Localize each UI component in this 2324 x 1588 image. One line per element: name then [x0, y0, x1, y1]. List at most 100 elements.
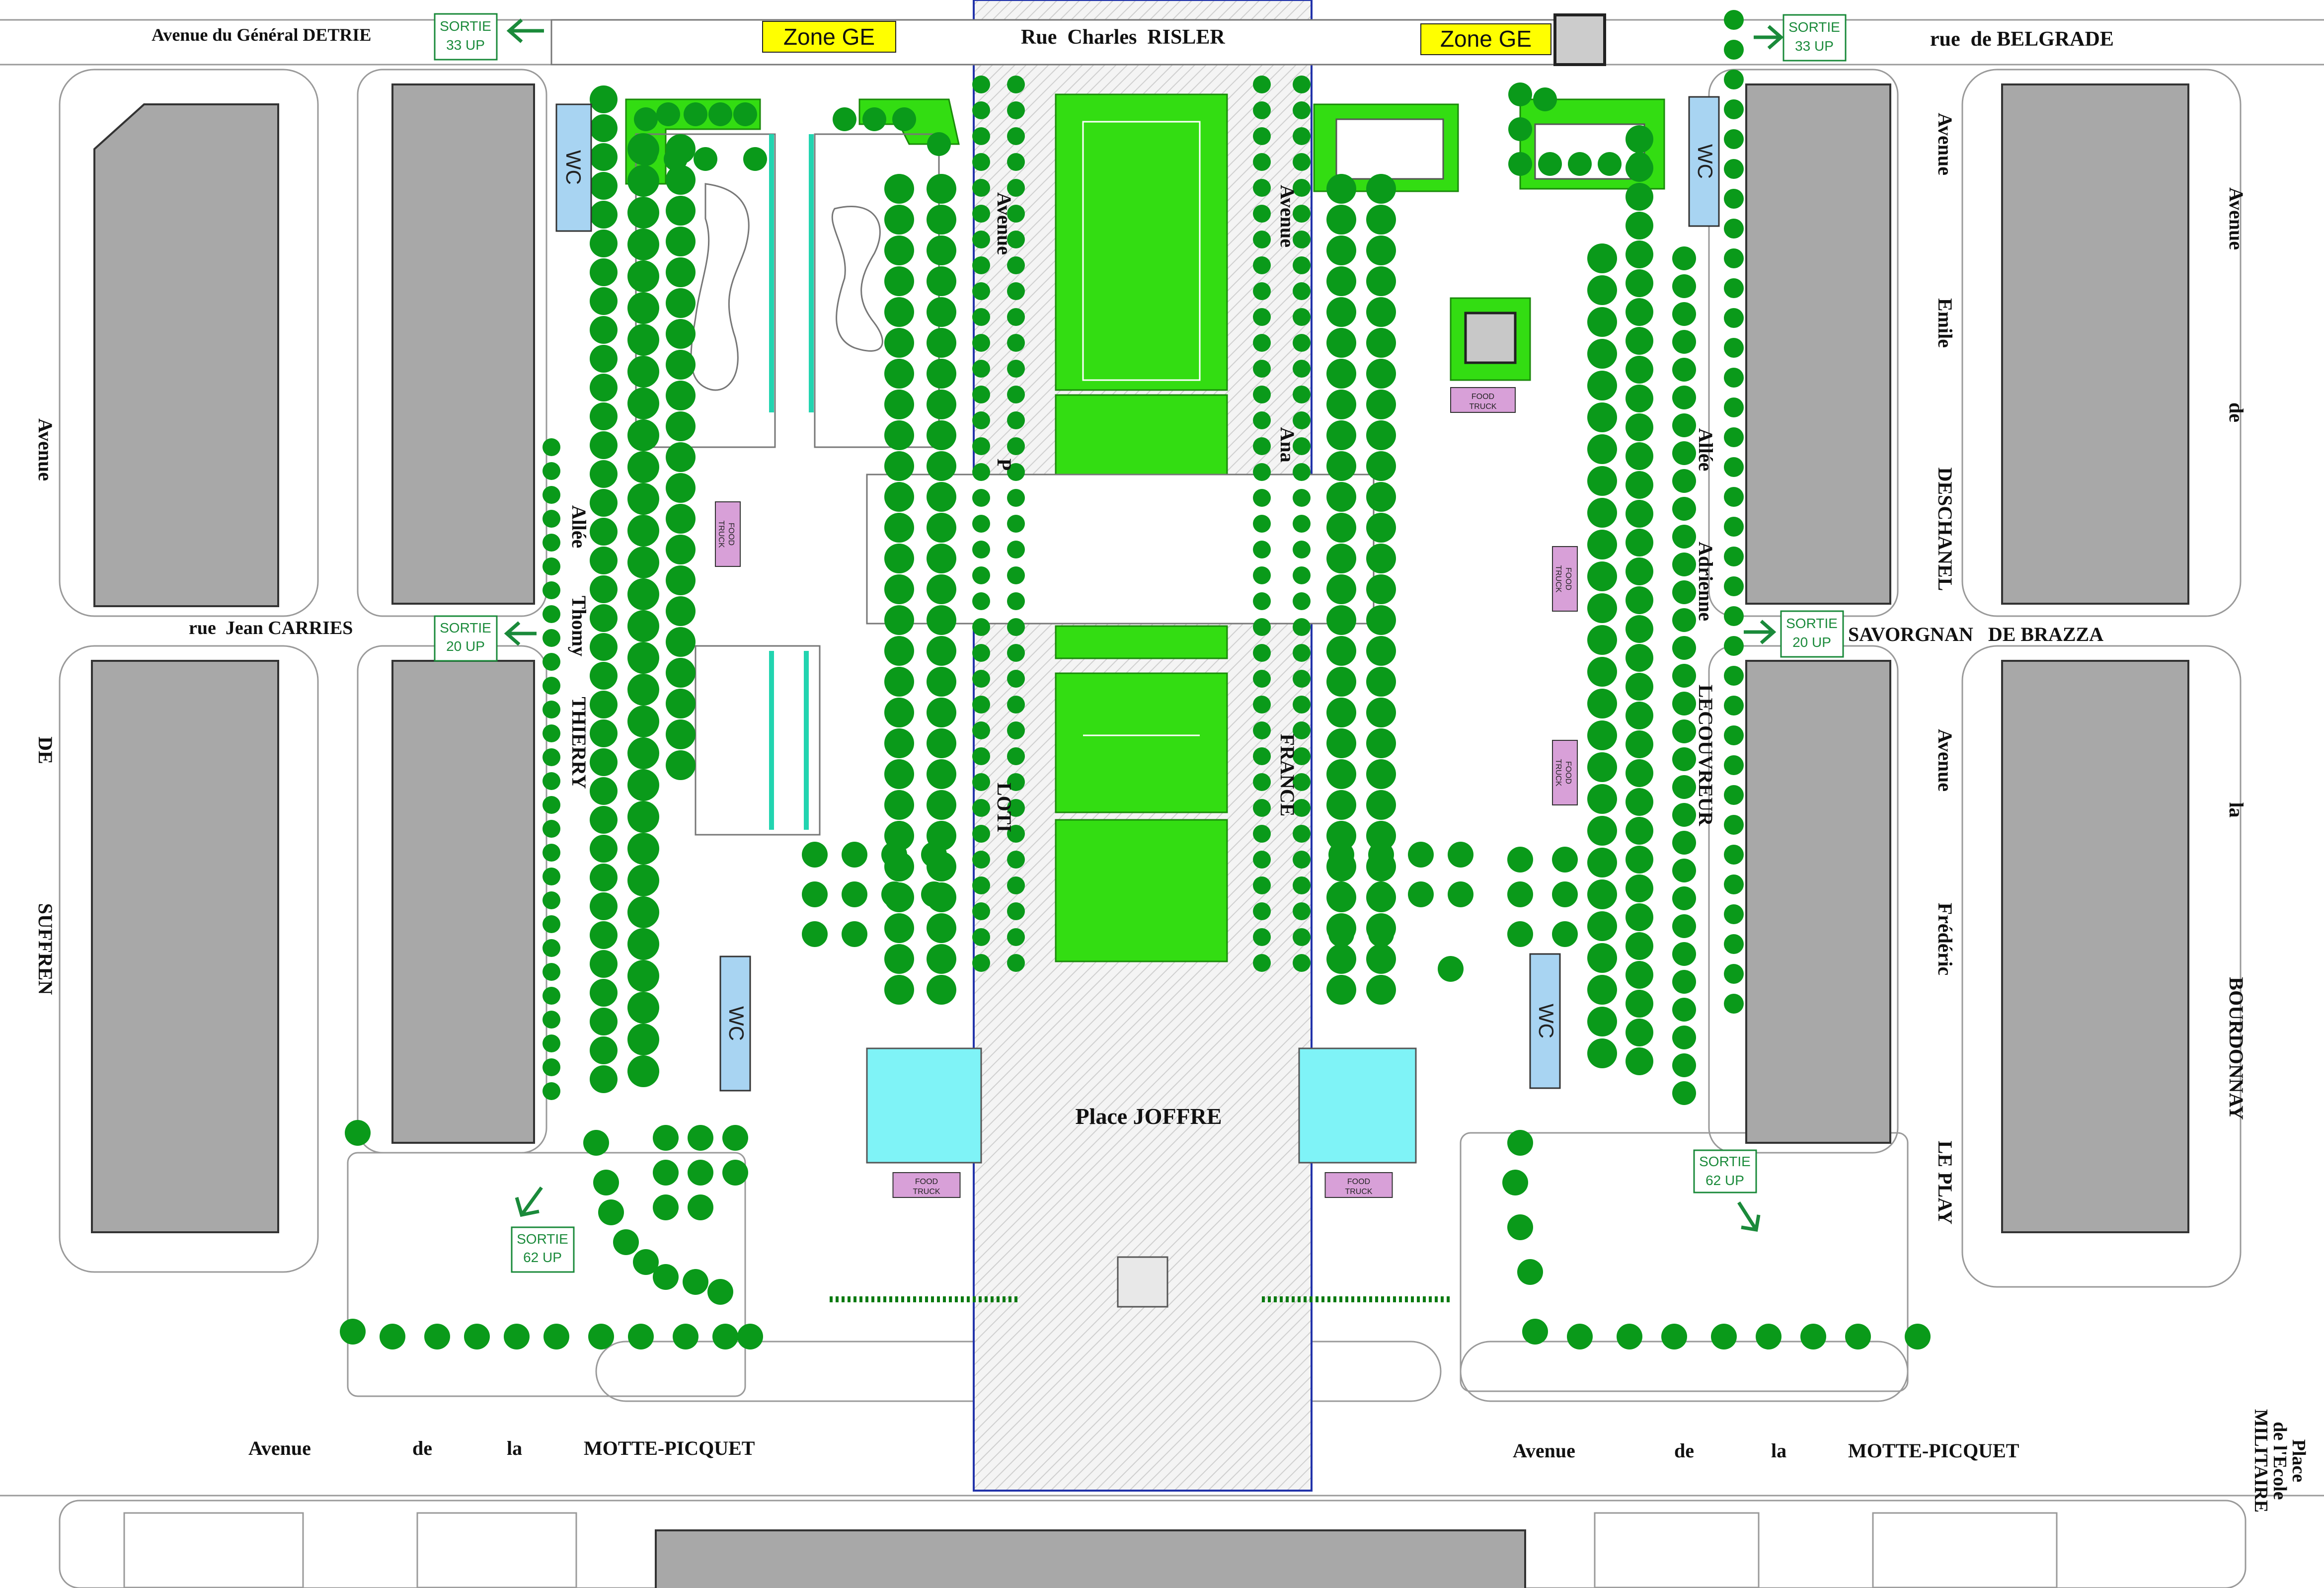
tree-icon — [972, 489, 990, 507]
zone-ge-left: Zone GE — [762, 21, 896, 53]
tree-icon — [1293, 334, 1311, 352]
tree-icon — [1533, 87, 1557, 111]
tree-icon — [927, 451, 956, 481]
tree-icon — [1626, 212, 1653, 239]
tree-icon — [1587, 657, 1617, 687]
tree-icon — [927, 913, 956, 943]
tree-icon — [1448, 881, 1473, 907]
tree-icon — [590, 431, 618, 459]
tree-icon — [1672, 553, 1696, 576]
street-motte-picquet-left: MOTTE-PICQUET — [584, 1437, 755, 1459]
tree-icon — [542, 724, 560, 742]
tree-icon — [1626, 327, 1653, 355]
tree-icon — [1448, 842, 1473, 868]
tree-icon — [542, 748, 560, 766]
tree-icon — [1587, 975, 1617, 1005]
avenue-loti: LOTI — [993, 783, 1015, 832]
exit-20-left: SORTIE 20 UP — [434, 615, 537, 662]
tree-icon — [972, 618, 990, 636]
tree-icon — [1672, 803, 1696, 827]
tree-icon — [972, 747, 990, 765]
tree-icon — [972, 101, 990, 119]
tree-icon — [1366, 790, 1396, 820]
tree-icon — [1253, 825, 1271, 843]
tree-icon — [1626, 442, 1653, 470]
tree-icon — [583, 1130, 609, 1156]
tree-icon — [1293, 179, 1311, 197]
tree-icon — [1568, 152, 1592, 176]
tree-icon — [1007, 928, 1025, 946]
tree-icon — [590, 230, 618, 257]
tree-icon — [590, 172, 618, 200]
tree-icon — [1007, 954, 1025, 972]
tree-icon — [1326, 667, 1356, 697]
tree-icon — [1724, 785, 1744, 805]
street-bourdonnay: Avenue — [2225, 187, 2247, 250]
tree-icon — [884, 451, 914, 481]
tree-icon — [1672, 886, 1696, 910]
tree-icon — [1253, 902, 1271, 920]
tree-icon — [1007, 334, 1025, 352]
tree-icon — [972, 463, 990, 481]
tree-icon — [1293, 153, 1311, 171]
tree-icon — [1626, 1019, 1653, 1046]
tree-icon — [340, 1319, 366, 1345]
tree-icon — [1626, 471, 1653, 499]
tree-icon — [972, 902, 990, 920]
tree-icon — [884, 297, 914, 327]
wc-top-left: WC — [555, 103, 592, 232]
tree-icon — [1800, 1324, 1826, 1350]
tree-icon — [1724, 725, 1744, 745]
tree-icon — [1587, 593, 1617, 623]
tree-icon — [1293, 101, 1311, 119]
street-deschanel: Emile — [1934, 298, 1956, 348]
tree-icon — [542, 1034, 560, 1052]
tree-icon — [1617, 1324, 1642, 1350]
tree-icon — [1007, 851, 1025, 869]
tree-icon — [1724, 606, 1744, 626]
tree-icon — [1007, 256, 1025, 274]
tree-icon — [634, 142, 658, 166]
food-truck-l1: FOOD — [1564, 567, 1572, 590]
tree-icon — [543, 1324, 569, 1350]
tree-icon — [666, 658, 696, 688]
tree-icon — [884, 544, 914, 573]
tree-icon — [590, 1065, 618, 1093]
tree-icon — [1711, 1324, 1737, 1350]
street-deschanel: DESCHANEL — [1934, 468, 1956, 591]
tree-icon — [542, 653, 560, 671]
tree-icon — [1672, 274, 1696, 298]
tree-icon — [590, 201, 618, 229]
vertical-street-labels: AvenueDESUFFRENAvenueEmileDESCHANELAvenu… — [34, 113, 2247, 1224]
tree-icon — [590, 489, 618, 517]
central-lawns — [1055, 93, 1228, 962]
tree-icon — [542, 1082, 560, 1100]
tree-icon — [627, 388, 659, 419]
tree-icon — [1724, 964, 1744, 984]
tree-icon — [1672, 330, 1696, 354]
street-motte-picquet-left: de — [412, 1437, 432, 1459]
tree-icon — [1517, 1259, 1543, 1285]
tree-icon — [666, 257, 696, 287]
tree-icon — [1293, 437, 1311, 455]
tree-icon — [884, 698, 914, 727]
street-motte-picquet-right: MOTTE-PICQUET — [1848, 1439, 2019, 1462]
tree-icon — [1007, 592, 1025, 610]
tree-icon — [1326, 359, 1356, 389]
tree-icon — [1626, 874, 1653, 902]
tree-icon — [1507, 1130, 1533, 1156]
tree-icon — [1007, 489, 1025, 507]
tree-icon — [1587, 720, 1617, 750]
tree-icon — [627, 642, 659, 674]
exit-20-left-l2: 20 UP — [446, 638, 485, 654]
tree-icon — [628, 1324, 654, 1350]
tree-icon — [1293, 256, 1311, 274]
tree-icon — [666, 750, 696, 780]
tree-icon — [1626, 586, 1653, 614]
tree-icon — [1253, 644, 1271, 662]
tree-icon — [590, 1008, 618, 1035]
tree-icon — [1587, 784, 1617, 814]
tree-icon — [884, 975, 914, 1005]
